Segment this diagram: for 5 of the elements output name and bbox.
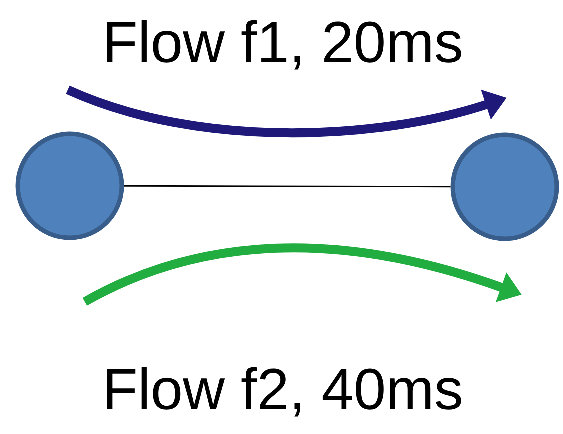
node-circle	[16, 132, 124, 240]
link-line	[124, 185, 451, 188]
flow-label: Flow f1, 20ms	[107, 20, 462, 70]
flow-label: Flow f2, 40ms	[107, 367, 462, 417]
node-circle	[450, 132, 560, 242]
